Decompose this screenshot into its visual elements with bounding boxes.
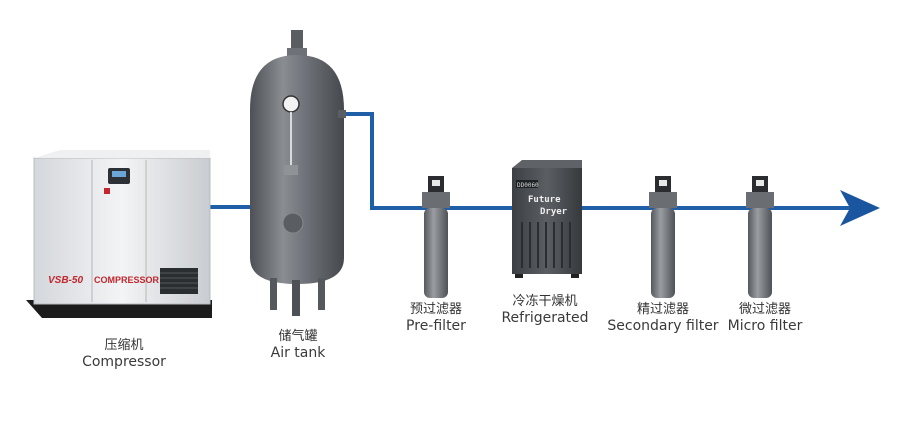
pipe-line [208, 112, 855, 210]
micro-filter-icon [746, 176, 774, 298]
compressor-label-cn: 压缩机 [104, 338, 144, 353]
compressor-model: VSB-50 [48, 275, 83, 286]
air-tank-label-cn: 储气罐 [278, 329, 318, 344]
micro-filter-label-en: Micro filter [727, 317, 803, 334]
secondary-filter-label: 精过滤器 Secondary filter [603, 302, 723, 334]
compressor-label: 压缩机 Compressor [68, 338, 180, 370]
dryer-brand-line2: Dryer [540, 207, 568, 217]
secondary-filter-label-en: Secondary filter [607, 317, 719, 334]
micro-filter-label: 微过滤器 Micro filter [722, 302, 808, 334]
pre-filter-label-en: Pre-filter [406, 317, 466, 334]
air-compressor-icon: VSB-50 COMPRESSOR [26, 150, 212, 318]
micro-filter-label-cn: 微过滤器 [738, 302, 791, 317]
dryer-label-cn: 冷冻干燥机 [512, 294, 578, 309]
pre-filter-label: 预过滤器 Pre-filter [392, 302, 480, 334]
dryer-brand-line1: Future [528, 195, 561, 205]
pre-filter-label-cn: 预过滤器 [409, 302, 462, 317]
compressor-brand: COMPRESSOR [94, 275, 160, 285]
air-tank-label: 储气罐 Air tank [258, 329, 338, 361]
air-tank-icon [250, 30, 346, 316]
secondary-filter-icon [649, 176, 677, 298]
dryer-label-en: Refrigerated [501, 309, 589, 326]
dryer-label: 冷冻干燥机 Refrigerated [492, 294, 598, 326]
refrigerated-dryer-icon: DD0060 Future Dryer [512, 160, 582, 278]
dryer-display: DD0060 [517, 182, 539, 189]
arrow-right-icon [840, 190, 880, 226]
secondary-filter-label-cn: 精过滤器 [636, 302, 689, 317]
compressor-label-en: Compressor [82, 353, 166, 370]
air-tank-label-en: Air tank [270, 344, 326, 361]
pre-filter-icon [422, 176, 450, 298]
